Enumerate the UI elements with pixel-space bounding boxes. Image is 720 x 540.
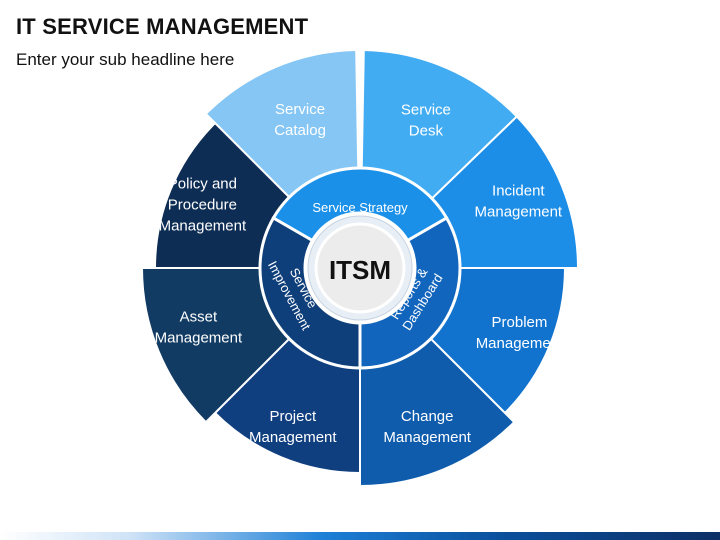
- page-subtitle: Enter your sub headline here: [16, 50, 235, 69]
- inner-label-service-strategy: Service Strategy: [312, 200, 408, 215]
- segment-label-line: Problem: [492, 314, 548, 331]
- segment-label-line: Management: [475, 203, 563, 220]
- segment-label-line: Management: [155, 329, 243, 346]
- footer-accent-bar: [0, 532, 720, 540]
- page-title: IT SERVICE MANAGEMENT: [16, 14, 309, 39]
- center-label: ITSM: [329, 255, 391, 285]
- segment-label-line: Management: [159, 217, 247, 234]
- segment-label-line: Incident: [492, 182, 545, 199]
- segment-label-line: Asset: [180, 308, 218, 325]
- segment-label-line: Policy and: [168, 175, 237, 192]
- segment-label-line: Service: [401, 102, 451, 119]
- segment-label-line: Management: [476, 335, 564, 352]
- segment-label-line: Catalog: [274, 122, 326, 139]
- inner-label-line: Service Strategy: [312, 200, 408, 215]
- inner-segment-service-improvement: [258, 215, 362, 370]
- segment-label-line: Management: [249, 429, 337, 446]
- center-circle: [314, 222, 406, 314]
- segment-label-line: Desk: [409, 123, 444, 140]
- segment-label-line: Procedure: [168, 196, 237, 213]
- segment-label-line: Project: [269, 408, 317, 425]
- segment-label-line: Service: [275, 101, 325, 118]
- segment-label-line: Change: [401, 408, 454, 425]
- center-hub: ITSM: [307, 215, 413, 321]
- segment-label-line: Management: [383, 429, 471, 446]
- inner-segment-service-strategy: [271, 166, 449, 243]
- inner-segment-reports-dashboard: [358, 215, 462, 370]
